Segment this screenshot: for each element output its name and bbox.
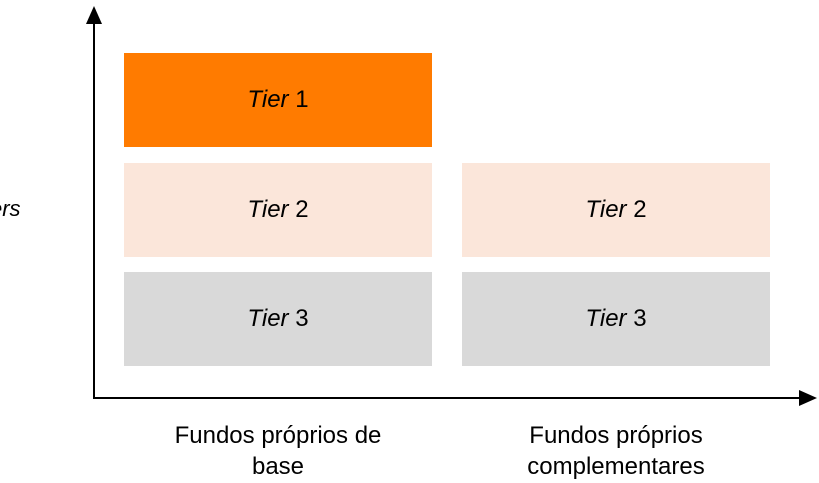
column-label-base: Fundos próprios de base	[124, 420, 432, 482]
tier-number: 3	[295, 305, 309, 332]
tier-word: Tier	[247, 86, 289, 113]
tier-word: Tier	[585, 196, 627, 223]
tier-2-box-base: Tier 2	[124, 163, 432, 257]
tier-2-box-complementares: Tier 2	[462, 163, 770, 257]
y-axis-label: ers	[0, 196, 21, 221]
column-label-line-1: Fundos próprios	[529, 422, 703, 449]
tier-number: 1	[295, 86, 309, 113]
y-axis-arrow-icon	[86, 6, 102, 24]
tier-word: Tier	[247, 196, 289, 223]
tier-word: Tier	[247, 305, 289, 332]
tier-number: 2	[633, 196, 647, 223]
x-axis-arrow-icon	[799, 390, 817, 406]
tier-3-box-base: Tier 3	[124, 272, 432, 366]
tier-number: 2	[295, 196, 309, 223]
column-label-line-1: Fundos próprios de	[174, 422, 382, 449]
column-label-line-2: complementares	[527, 453, 705, 480]
column-label-line-2: base	[251, 453, 305, 480]
tier-number: 3	[633, 305, 647, 332]
tier-3-box-complementares: Tier 3	[462, 272, 770, 366]
column-label-complementares: Fundos próprios complementares	[462, 420, 770, 482]
tier-1-box-base: Tier 1	[124, 53, 432, 147]
tier-word: Tier	[585, 305, 627, 332]
